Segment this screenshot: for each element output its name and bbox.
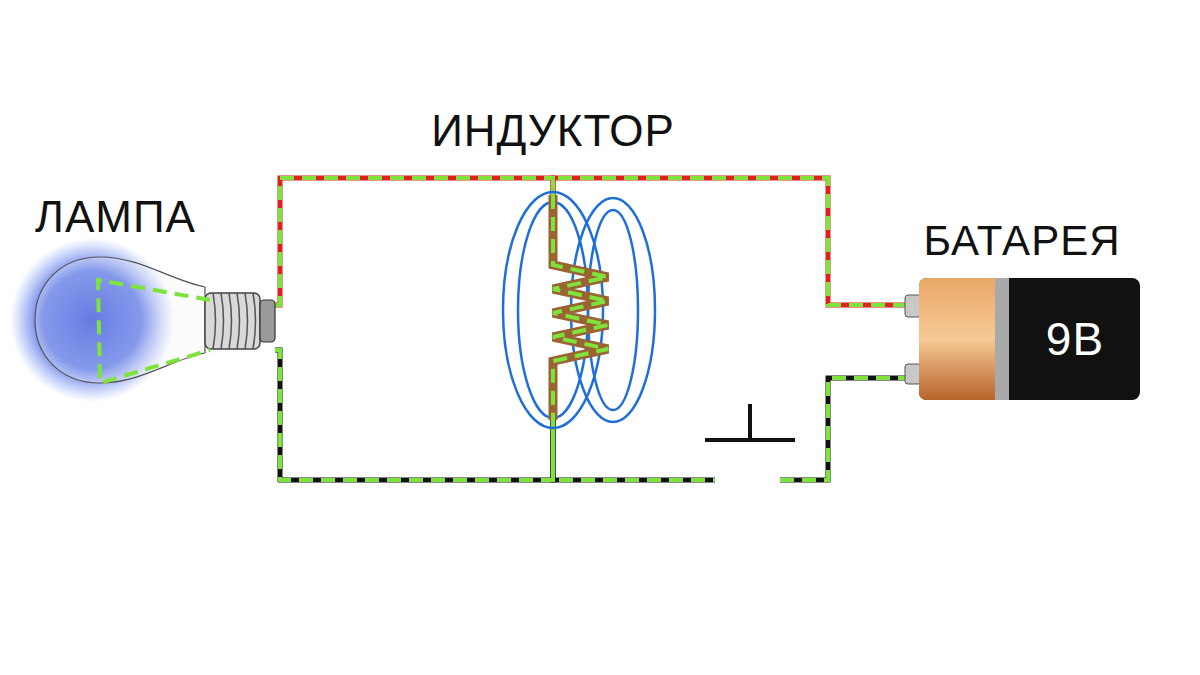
screw-thread [213, 293, 216, 349]
voltage-label: 9В [1046, 314, 1104, 365]
bulb-glass [35, 257, 205, 383]
screw-thread [221, 293, 224, 349]
switch-symbol [705, 404, 795, 440]
positive-terminal [905, 295, 921, 317]
lamp-contact [260, 300, 275, 342]
negative-terminal [905, 364, 921, 384]
coil-flow [553, 195, 608, 420]
wire [553, 178, 905, 305]
inductor-shape [495, 195, 665, 420]
battery-label: БАТАРЕЯ [923, 218, 1120, 264]
current-flow-dashes [553, 378, 905, 480]
wire [553, 378, 905, 480]
lamp-node: ЛАМПА [30, 255, 275, 385]
wire [275, 350, 553, 480]
magnetic-field-line [588, 210, 638, 410]
screw-thread [253, 293, 256, 349]
edge-layer [275, 178, 905, 480]
battery-band [995, 278, 1009, 400]
battery-body [919, 278, 1140, 400]
inductor-label: ИНДУКТОР [431, 107, 675, 155]
current-flow-dashes [553, 178, 905, 305]
filament-flow [98, 280, 210, 383]
current-flow-dashes [275, 350, 553, 480]
screw-thread [229, 293, 232, 349]
screw-thread [237, 293, 240, 349]
switch-stem [748, 404, 752, 440]
lamp-screw-base [205, 293, 260, 349]
battery-shape [905, 278, 1140, 400]
lamp-label: ЛАМПА [35, 193, 196, 241]
inductor-node: ИНДУКТОР [495, 195, 665, 420]
lamp-shape [30, 255, 275, 385]
screw-thread [245, 293, 248, 349]
coil-wire [553, 195, 608, 420]
battery-copper-cap [919, 278, 995, 400]
battery-node: БАТАРЕЯ9В [905, 278, 1140, 400]
